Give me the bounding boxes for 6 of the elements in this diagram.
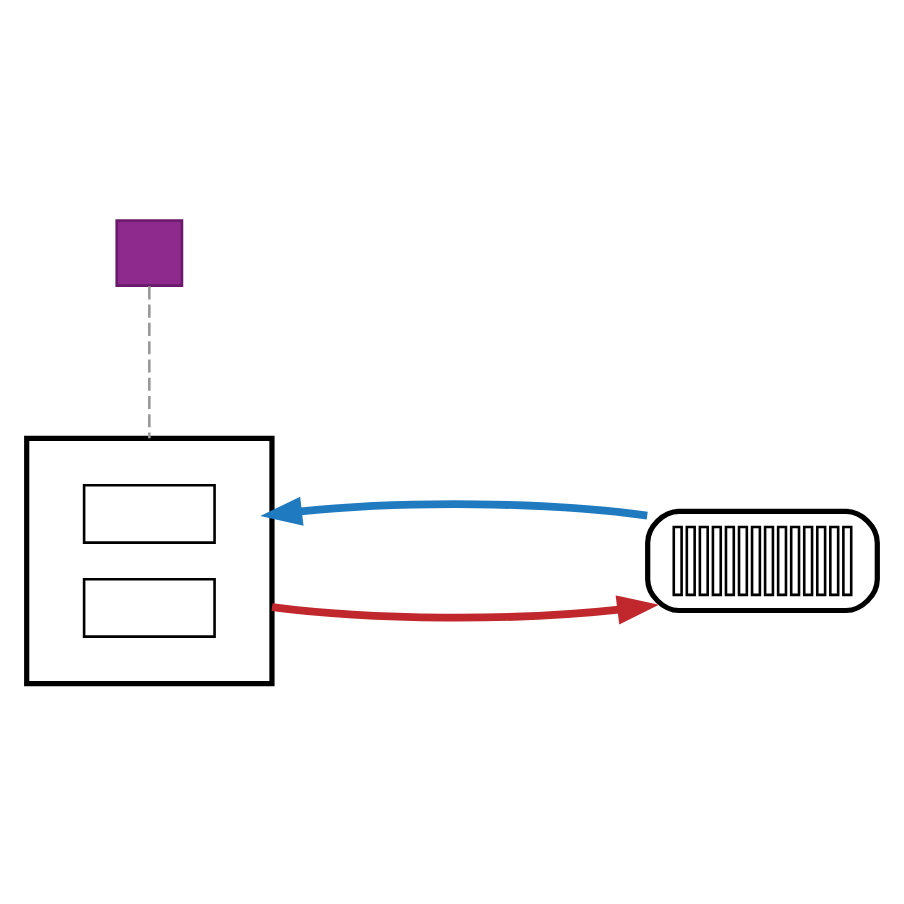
node-box bbox=[24, 435, 275, 687]
arrow bbox=[271, 595, 659, 625]
node-box bbox=[115, 219, 184, 287]
connector bbox=[148, 286, 151, 439]
node-radiator bbox=[645, 508, 880, 614]
arrow bbox=[260, 496, 648, 526]
